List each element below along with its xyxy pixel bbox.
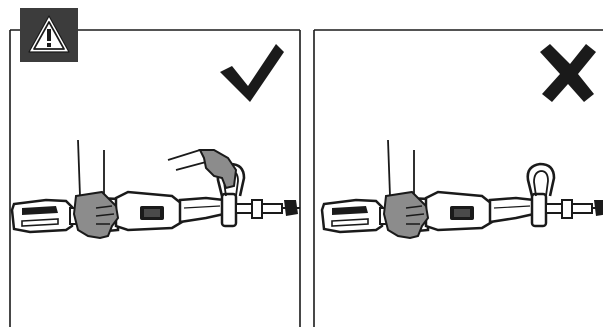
trimmer-illustration bbox=[320, 139, 603, 239]
panel-incorrect bbox=[320, 44, 603, 239]
warning-triangle-icon bbox=[28, 15, 70, 53]
panel-correct bbox=[10, 44, 302, 239]
frame-outline bbox=[9, 29, 603, 327]
warning-badge bbox=[20, 8, 78, 62]
checkmark-icon bbox=[220, 44, 284, 102]
trimmer-illustration bbox=[10, 139, 302, 239]
cross-icon bbox=[540, 44, 596, 102]
